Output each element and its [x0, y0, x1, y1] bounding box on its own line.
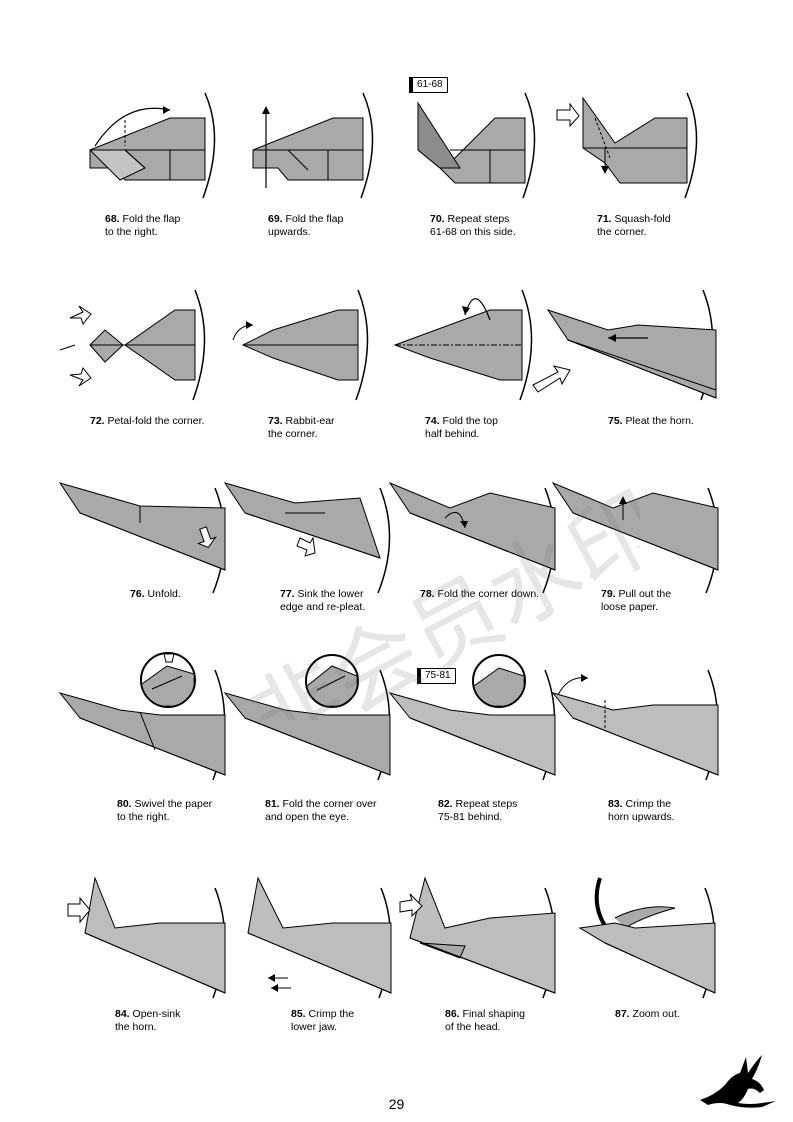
page-number: 29 — [388, 1096, 405, 1112]
step-75-diagram — [532, 289, 717, 401]
caption: 87. Zoom out. — [615, 1008, 680, 1020]
step-72: 72. Petal-fold the corner. — [59, 289, 260, 460]
step-73-diagram — [232, 289, 369, 401]
step-69-diagram — [252, 92, 374, 199]
step-71: 71. Squash-fold the corner. — [556, 88, 750, 258]
step-78: 78. Fold the corner down. — [388, 478, 565, 648]
step-81: 81. Fold the corner over and open the ey… — [223, 654, 400, 830]
caption: 73. Rabbit-ear the corner. — [268, 415, 335, 440]
step-70: 61-68 70. Repeat steps 61-68 on this sid… — [410, 77, 585, 258]
step-83-diagram — [551, 669, 719, 781]
caption: 85. Crimp the lower jaw. — [291, 1008, 355, 1033]
step-85: 85. Crimp the lower jaw. — [243, 876, 418, 1048]
step-79: 79. Pull out the loose paper. — [551, 478, 728, 648]
step-77-diagram — [223, 482, 391, 594]
step-69: 69. Fold the flap upwards. — [248, 88, 423, 258]
step-68: 68. Fold the flap to the right. — [85, 88, 260, 258]
step-74-diagram — [393, 289, 533, 401]
caption: 84. Open-sink the horn. — [115, 1008, 181, 1033]
step-84: 84. Open-sink the horn. — [60, 876, 235, 1048]
caption: 82. Repeat steps 75-81 behind. — [438, 798, 518, 823]
step-75: 75. Pleat the horn. — [532, 289, 723, 460]
step-87: 87. Zoom out. — [575, 877, 750, 1048]
caption: 86. Final shaping of the head. — [445, 1008, 525, 1033]
step-76: 76. Unfold. — [58, 478, 235, 648]
caption: 68. Fold the flap to the right. — [105, 213, 181, 238]
caption: 77. Sink the lower edge and re-pleat. — [280, 588, 366, 613]
caption: 83. Crimp the horn upwards. — [608, 798, 675, 823]
step-84-diagram — [67, 876, 226, 999]
step-72-diagram — [59, 289, 206, 401]
step-82-diagram — [388, 669, 556, 781]
step-71-diagram — [556, 92, 698, 199]
caption: 81. Fold the corner over and open the ey… — [265, 798, 377, 823]
step-77: 77. Sink the lower edge and re-pleat. — [223, 478, 400, 648]
caption: 69. Fold the flap upwards. — [268, 213, 344, 238]
step-68-diagram — [88, 92, 216, 199]
step-73: 73. Rabbit-ear the corner. — [232, 289, 423, 460]
zoom-circle-icon — [140, 652, 196, 708]
caption: 76. Unfold. — [130, 588, 181, 600]
step-reference-box: 61-68 — [412, 77, 448, 93]
caption: 70. Repeat steps 61-68 on this side. — [430, 213, 516, 238]
step-85-diagram — [247, 876, 392, 999]
step-78-diagram — [388, 481, 556, 594]
step-81-diagram — [223, 669, 391, 781]
step-87-diagram — [578, 877, 716, 999]
caption: 74. Fold the top half behind. — [425, 415, 498, 440]
step-82: 75-81 82. Repeat steps 75-81 behind. — [388, 654, 565, 830]
step-76-diagram — [58, 482, 226, 594]
step-86: 86. Final shaping of the head. — [399, 876, 575, 1048]
step-reference-box: 75-81 — [420, 668, 456, 684]
caption: 72. Petal-fold the corner. — [90, 415, 205, 427]
step-83: 83. Crimp the horn upwards. — [551, 660, 728, 830]
step-70-diagram — [417, 92, 536, 199]
zoom-circle-icon — [305, 654, 359, 708]
step-79-diagram — [551, 481, 719, 594]
zoom-circle-icon — [472, 654, 526, 708]
step-80: 80. Swivel the paper to the right. — [58, 652, 235, 830]
caption: 79. Pull out the loose paper. — [601, 588, 672, 613]
caption: 71. Squash-fold the corner. — [597, 213, 671, 238]
step-80-diagram — [58, 669, 226, 781]
dragon-silhouette-icon — [700, 1055, 776, 1108]
caption: 78. Fold the corner down. — [420, 588, 540, 600]
caption: 80. Swivel the paper to the right. — [117, 798, 213, 823]
caption: 75. Pleat the horn. — [608, 415, 694, 427]
step-86-diagram — [399, 876, 556, 999]
step-74: 74. Fold the top half behind. — [393, 289, 585, 460]
